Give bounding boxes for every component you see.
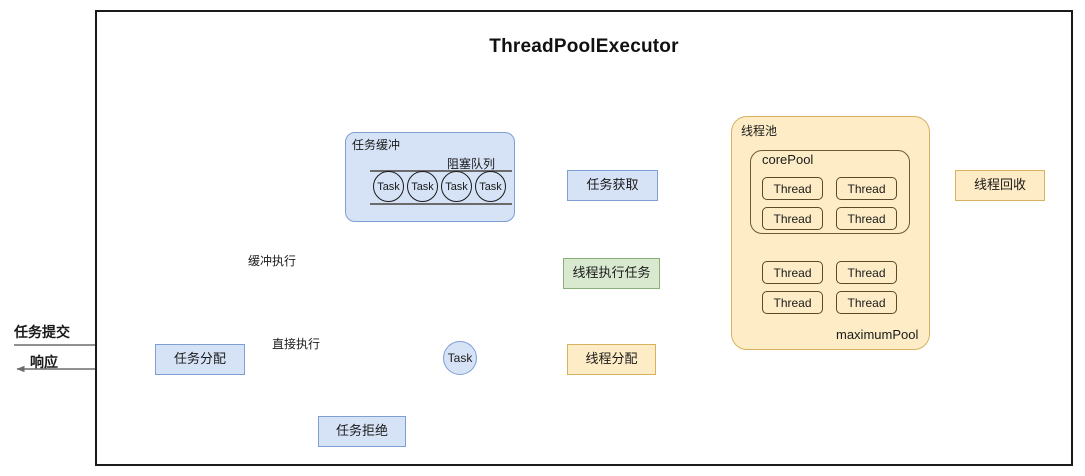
queue-task-item: Task <box>475 171 506 202</box>
queue-task-item: Task <box>407 171 438 202</box>
core-pool-container <box>750 150 910 234</box>
queue-rail-bottom <box>370 203 512 205</box>
core-thread-box: Thread <box>836 177 897 200</box>
queue-rail-top <box>370 170 512 172</box>
queue-task-item: Task <box>441 171 472 202</box>
core-thread-box: Thread <box>836 207 897 230</box>
core-thread-box: Thread <box>762 177 823 200</box>
max-thread-box: Thread <box>836 291 897 314</box>
page-title: ThreadPoolExecutor <box>489 36 679 57</box>
edge-label-direct-exec: 直接执行 <box>272 337 321 351</box>
task-buffer-label: 任务缓冲 <box>352 138 401 152</box>
node-task-reject: 任务拒绝 <box>318 416 406 447</box>
edge-label-respond: 响应 <box>30 354 58 370</box>
max-thread-box: Thread <box>762 291 823 314</box>
node-task-assign: 任务分配 <box>155 344 245 375</box>
node-task-fetch: 任务获取 <box>567 170 658 201</box>
blocking-queue-label: 阻塞队列 <box>447 157 496 171</box>
core-pool-label: corePool <box>762 152 814 167</box>
max-thread-box: Thread <box>836 261 897 284</box>
core-thread-box: Thread <box>762 207 823 230</box>
node-thread-recycle: 线程回收 <box>955 170 1045 201</box>
thread-pool-label: 线程池 <box>741 124 778 138</box>
node-thread-assign: 线程分配 <box>567 344 656 375</box>
max-thread-box: Thread <box>762 261 823 284</box>
queue-task-item: Task <box>373 171 404 202</box>
node-task-circle: Task <box>443 341 477 375</box>
maximum-pool-label: maximumPool <box>836 327 919 342</box>
edge-label-buffered-exec: 缓冲执行 <box>248 254 297 268</box>
node-thread-execute-task: 线程执行任务 <box>563 258 660 289</box>
edge-label-submit: 任务提交 <box>14 324 70 340</box>
